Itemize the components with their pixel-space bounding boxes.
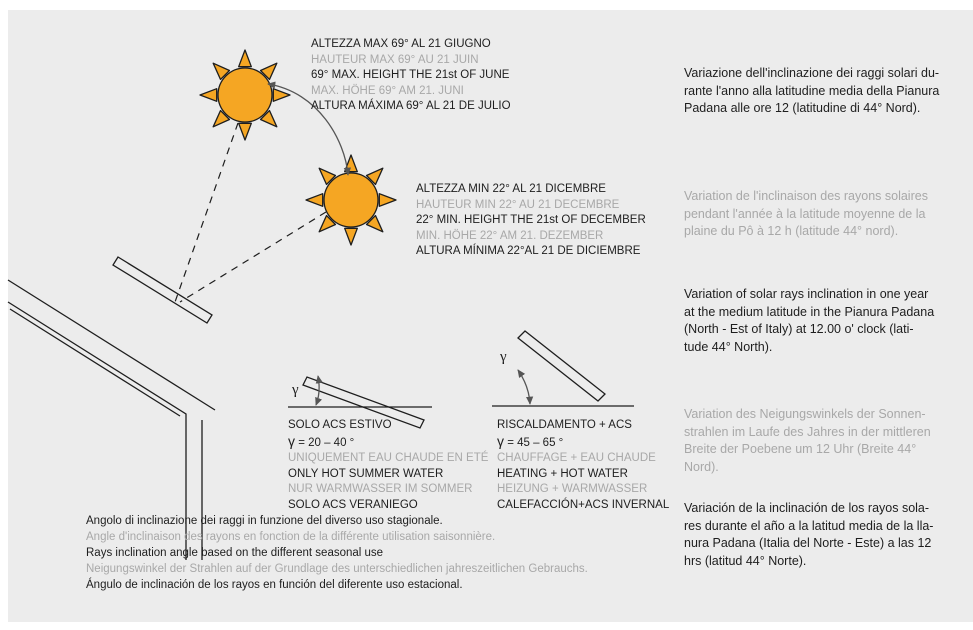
sun-ray [365,214,384,233]
sun-path-arrow [267,81,352,176]
heating-use-line: HEIZUNG + WARMWASSER [497,483,648,495]
heating-use-gamma: γ = 45 – 65 ° [497,432,564,449]
winter-height-label: ALTEZZA MIN 22° AL 21 DICEMBRE HAUTEUR M… [416,182,646,260]
summer-height-label: ALTEZZA MAX 69° AL 21 GIUGNO HAUTEUR MAX… [311,37,511,115]
heating-use-line: HEATING + HOT WATER [497,467,628,480]
sun-ray [212,62,231,81]
description-english: Variation of solar rays inclination in o… [684,287,935,354]
roof-outline [7,279,216,560]
summer-use-title: SOLO ACS ESTIVO [288,419,392,431]
summer-height-title: ALTEZZA MAX 69° AL 21 GIUGNO [311,38,491,50]
caption-line: Neigungswinkel der Strahlen auf der Grun… [86,563,588,575]
heating-collector-diagram [492,330,634,407]
summer-ray-line [174,122,239,303]
description-spanish: Variación de la inclinación de los rayos… [684,501,934,568]
sun-ray [305,193,324,207]
heating-use-label: RISCALDAMENTO + ACS γ = 45 – 65 ° CHAUFF… [497,418,669,513]
figure-caption: Angolo di inclinazione dei raggi in funz… [86,513,588,593]
heating-use-line: CALEFACCIÓN+ACS INVERNAL [497,498,670,511]
summer-height-line: 69° MAX. HEIGHT THE 21st OF JUNE [311,69,510,81]
figure-panel [8,10,973,622]
sun-ray [344,227,358,246]
description-italian: Variazione dell'inclinazione dei raggi s… [684,66,940,115]
summer-height-line: HAUTEUR MAX 69° AU 21 JUIN [311,53,479,66]
winter-height-line: HAUTEUR MIN 22° AU 21 DECEMBRE [416,198,620,211]
sun-ray [272,88,291,102]
description-french: Variation de l'inclinaison des rayons so… [684,189,928,238]
summer-height-line: ALTURA MÁXIMA 69° AL 21 DE JULIO [311,100,511,112]
caption-line: Angolo di inclinazione dei raggi in funz… [86,515,443,527]
sun-ray [199,88,218,102]
summer-use-line: UNIQUEMENT EAU CHAUDE EN ETÉ [288,452,489,464]
sun-ray [238,49,252,68]
winter-sun-icon [305,154,397,246]
caption-line: Rays inclination angle based on the diff… [86,547,384,559]
winter-ray-line [179,211,327,303]
sun-ray [318,214,337,233]
summer-use-gamma: γ = 20 – 40 ° [288,432,355,449]
heating-gamma-symbol: γ [499,349,507,365]
summer-use-line: ONLY HOT SUMMER WATER [288,467,444,480]
winter-height-line: 22° MIN. HEIGHT THE 21st OF DECEMBER [416,214,646,226]
winter-height-title: ALTEZZA MIN 22° AL 21 DICEMBRE [416,183,606,195]
sun-ray [238,122,252,141]
summer-use-line: SOLO ACS VERANIEGO [288,498,418,511]
summer-collector-diagram [288,375,432,429]
caption-line: Ángulo de inclinación de los rayos en fu… [86,579,463,591]
summer-use-line: NUR WARMWASSER IM SOMMER [288,483,473,495]
summer-gamma-symbol: γ [291,382,299,398]
description-german: Variation des Neigungswinkels der Sonnen… [684,407,931,474]
caption-line: Angle d'inclinaison des rayons en foncti… [86,531,496,543]
sun-ray [259,62,278,81]
summer-sun-icon [199,49,291,141]
winter-height-line: ALTURA MÍNIMA 22°AL 21 DE DICIEMBRE [416,245,641,257]
sun-ray [378,193,397,207]
heating-use-line: CHAUFFAGE + EAU CHAUDE [497,452,656,464]
summer-use-label: SOLO ACS ESTIVO γ = 20 – 40 ° UNIQUEMENT… [288,418,488,513]
sun-ray [365,167,384,186]
sun-ray [212,109,231,128]
heating-use-title: RISCALDAMENTO + ACS [497,419,632,431]
roof-solar-panel [112,256,213,324]
winter-height-line: MIN. HÖHE 22° AM 21. DEZEMBER [416,229,604,242]
summer-height-line: MAX. HÖHE 69° AM 21. JUNI [311,84,464,97]
